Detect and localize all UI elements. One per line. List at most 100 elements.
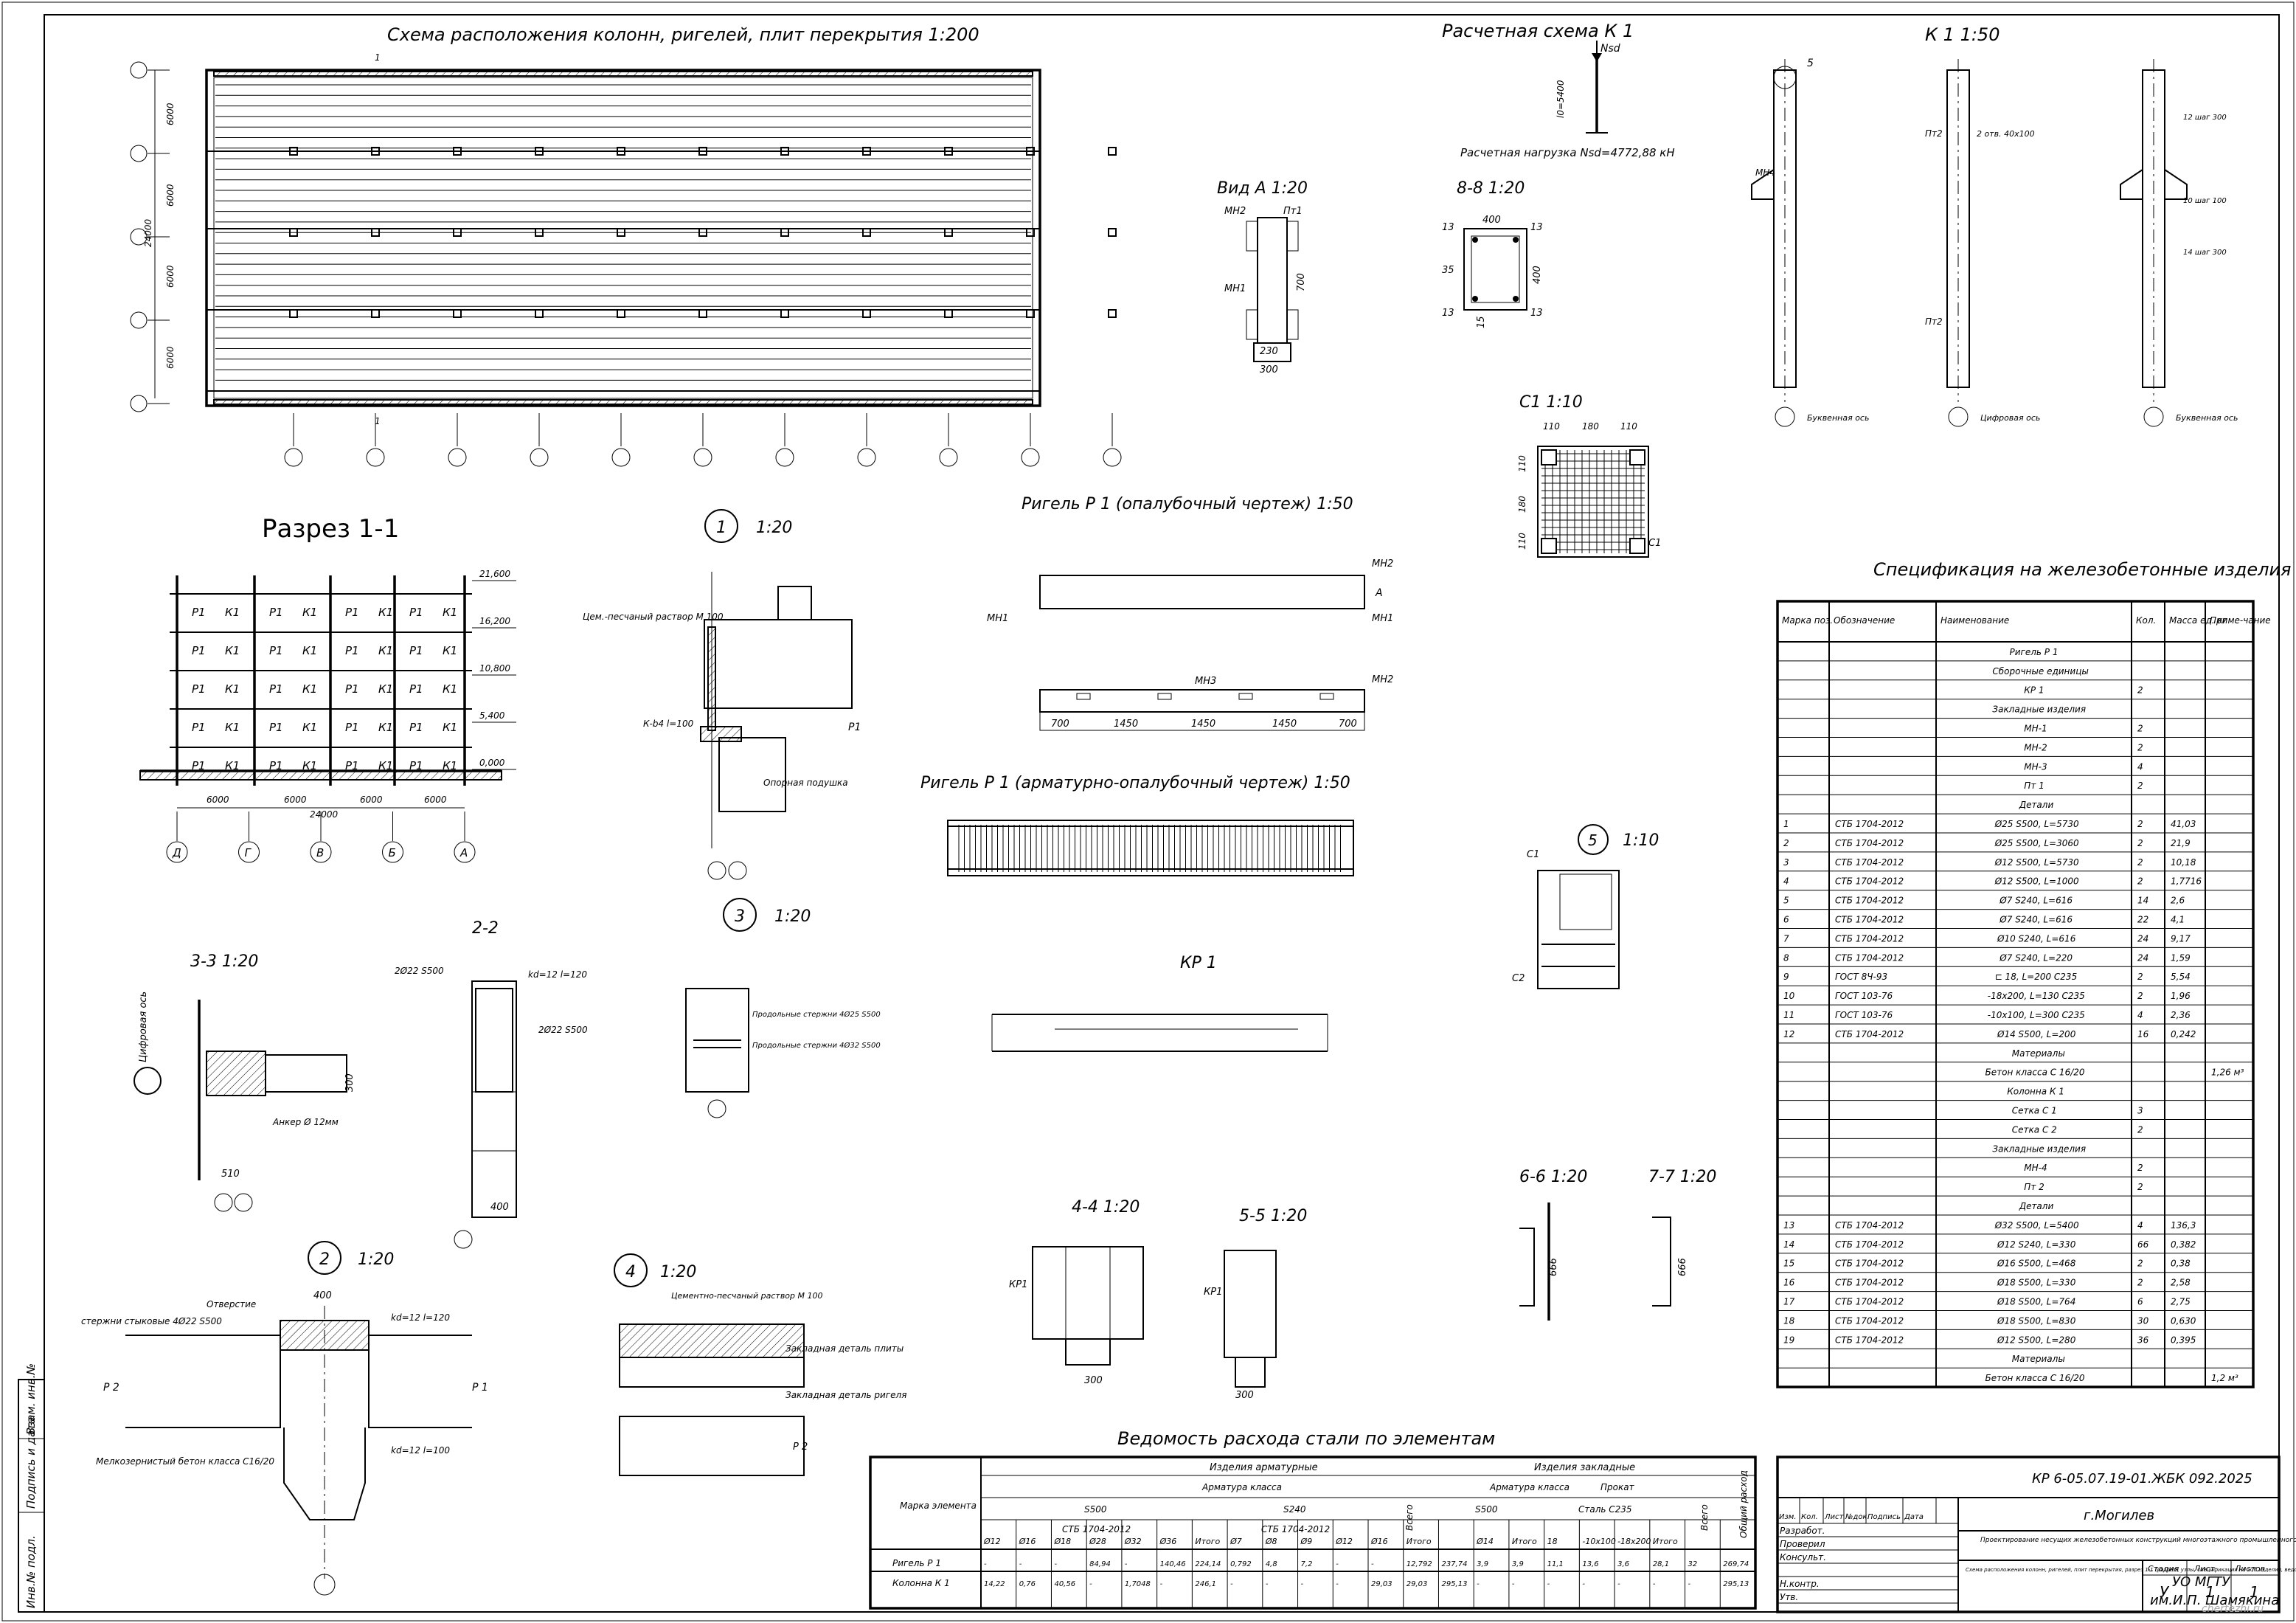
stamp-code: КР 6-05.07.19-01.ЖБК 092.2025 [2032,1471,2252,1487]
column-mark [453,147,462,156]
spec-cell: 24 [2137,952,2148,963]
sec88-13d: 13 [1530,308,1543,319]
column-mark [862,147,871,156]
steel-cell: 13,6 [1582,1560,1598,1568]
node2-r2: Р 2 [103,1382,119,1394]
edge-beam [213,71,1033,77]
sec44-title: 4-4 1:20 [1072,1198,1140,1217]
calc-scheme: Nsd l0=5400 Расчетная нагрузка Nsd=4772,… [1460,41,1675,159]
node2-num: 2 [319,1250,330,1269]
c1-180: 180 [1582,421,1599,432]
steel-col-head: Ø12 [1335,1537,1353,1546]
spec-cell: 36 [2137,1335,2149,1345]
level-mark: 16,200 [479,616,510,626]
spec-cell: СТБ 1704-2012 [1835,1239,1904,1250]
k1-mn4: МН4 [1755,167,1775,178]
steel-cell: - [1653,1580,1656,1588]
sec44-kp1: КР1 [1009,1279,1027,1290]
node3-long: Продольные стержни 4Ø25 S500 [752,1010,881,1019]
stamp-col-head: Кол. [1801,1513,1818,1521]
spec-cell: 22 [2137,915,2148,925]
spec-cell: 5,54 [2171,972,2191,982]
steel-col-head: Ø36 [1159,1537,1177,1546]
sec33-300: 300 [344,1073,356,1092]
spec-cell: 1,59 [2171,952,2191,963]
column-mark [289,228,298,237]
side-zam: Взам. инв.№ [24,1363,38,1435]
frame-mark: К1 [225,682,240,696]
steel-cell: 4,8 [1266,1560,1277,1568]
steel-col-head: Ø32 [1124,1537,1142,1546]
steel-cell: 140,46 [1160,1560,1186,1568]
sect-dim: 6000 [207,795,229,805]
dim-6000: 6000 [165,103,176,125]
spec-cell: Ø12 S500, L=1000 [1994,876,2079,887]
steel-cell: 295,13 [1441,1580,1467,1588]
steel-h1: Изделия арматурные [1210,1462,1318,1473]
node2-hole: Отверстие [207,1299,256,1309]
nsd-label: Nsd [1600,43,1620,55]
node5-num: 5 [1588,831,1598,849]
axis-bubble [775,448,794,467]
frame-mark: Р1 [269,644,283,657]
steel-col-head: 18 [1547,1537,1558,1546]
steel-s500b: S500 [1475,1504,1498,1515]
rf-mn3: МН3 [1195,676,1216,687]
node4-cement: Цементно-песчаный раствор М 100 [671,1291,823,1301]
spec-cell: СТБ 1704-2012 [1835,1315,1904,1326]
spec-cell: 2 [2137,1278,2143,1288]
spec-cell: Бетон класса С 16/20 [1985,1067,2085,1078]
frame-mark: Р1 [269,682,283,696]
stamp-city: г.Могилев [2084,1508,2154,1523]
cut-mark: 1 [375,52,381,63]
frame-mark: К1 [302,682,317,696]
section-4-4: КР1 300 [1009,1246,1144,1386]
k1-axis-bubble [1775,406,1795,427]
node5-c1: С1 [1527,849,1539,860]
frame-mark: Р1 [192,759,206,772]
frame-mark: Р1 [192,606,206,619]
spec-cell: СТБ 1704-2012 [1835,915,1904,925]
dim-6000: 6000 [165,265,176,288]
axis-bubble [530,448,549,467]
viewA-pt1: Пт1 [1283,206,1303,217]
k1-node-circle [1773,66,1797,89]
rigel-reinforcement [947,820,1354,876]
stamp-org2: им.И.П. Шамякина [2150,1593,2279,1608]
spec-cell: 11 [1783,1010,1794,1020]
sect-axis-letter: Б [389,846,396,859]
side-sign: Подпись и дата [24,1417,38,1509]
spec-cell: Ø25 S500, L=5730 [1994,819,2079,829]
rf-700b: 700 [1339,719,1357,730]
sec22-rods-a: 2Ø22 S500 [395,966,444,976]
c1-110: 110 [1543,421,1560,432]
steel-cell: - [1019,1560,1022,1568]
spec-cell: Сетка С 1 [2012,1106,2057,1116]
steel-grand: Общий расход [1738,1470,1749,1538]
steel-cell: 32 [1688,1560,1698,1568]
stamp-org1: УО МГТУ [2172,1574,2230,1590]
edge-beam [213,399,1033,405]
spec-cell: 1,7716 [2171,876,2202,887]
column-mark [698,228,707,237]
steel-cell: 84,94 [1089,1560,1111,1568]
steel-cell: - [1336,1580,1339,1588]
node4-num: 4 [625,1263,636,1281]
column-mark [698,147,707,156]
spec-cell: 4,1 [2171,915,2185,925]
node1-r1: Р1 [848,721,861,733]
spec-cell: 2 [1783,838,1789,848]
frame-mark: К1 [225,606,240,619]
plan-outline [205,69,1041,407]
column-mark [371,147,380,156]
sec22-rods-b: 2Ø22 S500 [538,1025,588,1035]
node2-p1: Р 1 [472,1382,488,1394]
viewA-300: 300 [1260,364,1278,376]
dim-6000: 6000 [165,346,176,369]
k1-axis-digital: Цифровая ось [1980,413,2040,423]
spec-cell: СТБ 1704-2012 [1835,1259,1904,1269]
console-left [2120,168,2143,200]
